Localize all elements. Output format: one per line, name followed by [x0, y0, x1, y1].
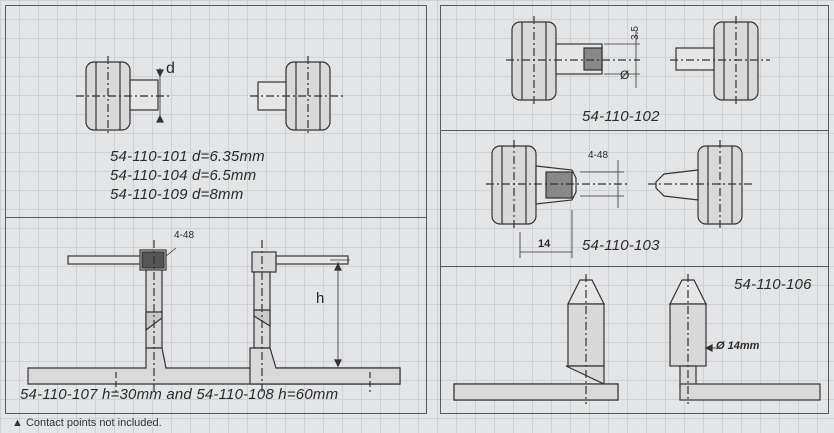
- anvil-drawing-103-left: [486, 140, 630, 258]
- thread-label-103: 4-48: [588, 150, 609, 161]
- height-label-h: h: [316, 290, 325, 307]
- caption-103: 54-110-103: [582, 237, 660, 254]
- anvil-drawing-102-right: [670, 16, 770, 106]
- dim-3-5: 3.5: [630, 26, 641, 40]
- anvil-drawing-right: [250, 56, 346, 136]
- anvil-drawing-103-right: [648, 140, 752, 230]
- conical-holder-left: [453, 274, 619, 404]
- caption-106: 54-110-106: [734, 276, 812, 293]
- holder-caption: 54-110-107 h=30mm and 54-110-108 h=60mm: [20, 386, 339, 403]
- model-line-2: 54-110-104 d=6.5mm: [110, 167, 257, 184]
- model-line-1: 54-110-101 d=6.35mm: [110, 148, 265, 165]
- anvil-drawing-102-left: [506, 16, 640, 106]
- holder-drawing-right: [249, 240, 401, 392]
- left-panel: [5, 5, 427, 414]
- model-line-3: 54-110-109 d=8mm: [110, 186, 244, 203]
- diameter-14mm-label: Ø 14mm: [716, 340, 760, 352]
- dim-14: 14: [538, 238, 551, 250]
- left-panel-divider: [5, 217, 427, 218]
- thread-label-left: 4-48: [174, 230, 195, 241]
- diameter-label-d: d: [166, 60, 175, 77]
- diameter-symbol: Ø: [620, 68, 630, 82]
- caption-102: 54-110-102: [582, 108, 660, 125]
- right-panel-divider-1: [440, 130, 829, 131]
- footnote: ▲ Contact points not included.: [12, 417, 162, 429]
- right-panel-divider-2: [440, 266, 829, 267]
- right-panel: [440, 5, 829, 414]
- anvil-drawing-left: [76, 56, 172, 136]
- conical-holder-right: [669, 274, 821, 404]
